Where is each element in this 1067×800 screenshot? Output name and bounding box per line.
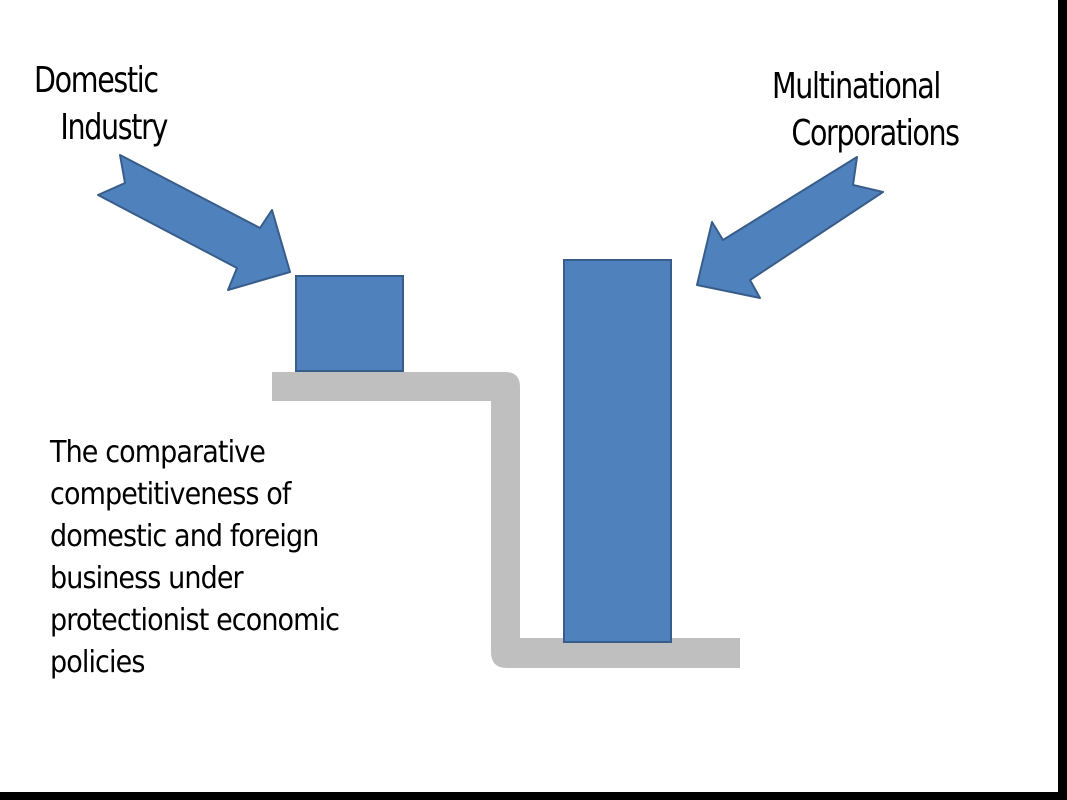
domestic-industry-label: Domestic Industry (34, 58, 201, 152)
arrow-down-right-icon (97, 154, 291, 291)
caption-line: protectionist economic (50, 603, 340, 638)
domestic-industry-label-line1: Domestic (34, 60, 159, 101)
caption-line: The comparative (50, 435, 266, 470)
step-platform (272, 372, 740, 668)
caption-line: competitiveness of (50, 477, 291, 512)
multinational-label-line1: Multinational (772, 66, 941, 107)
arrow-down-left-icon (696, 156, 884, 299)
multinational-corporations-block (563, 259, 672, 643)
domestic-industry-label-line2: Industry (60, 106, 168, 148)
caption-line: domestic and foreign (50, 519, 319, 554)
multinational-corporations-label: Multinational Corporations (772, 64, 1018, 158)
multinational-label-line2: Corporations (791, 112, 960, 154)
caption-line: policies (50, 645, 145, 680)
domestic-industry-block (295, 275, 404, 372)
caption-text: The comparative competitiveness of domes… (50, 432, 392, 684)
caption-line: business under (50, 561, 244, 596)
